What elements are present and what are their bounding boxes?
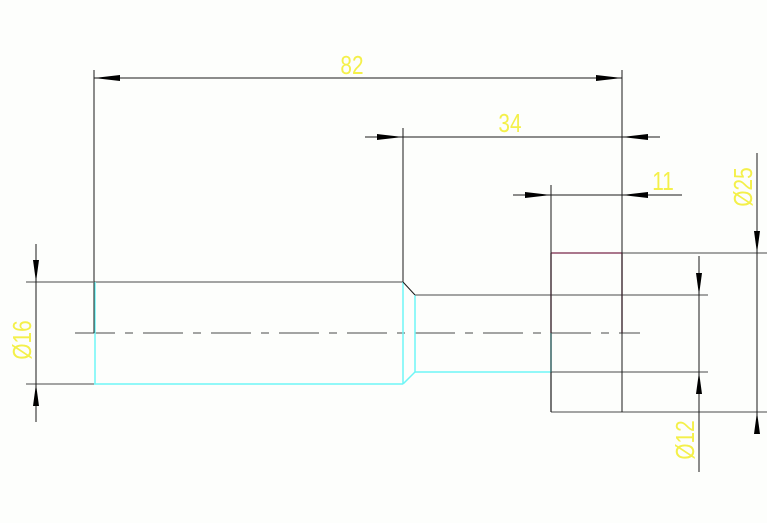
dimension-text-dia25: Ø25 (729, 167, 758, 206)
dimension-text-11: 11 (652, 167, 674, 196)
dimension-dia25[interactable] (754, 153, 760, 434)
dimension-text-dia16: Ø16 (8, 320, 37, 359)
shaft-body[interactable] (93, 281, 416, 385)
neck-body[interactable] (414, 294, 708, 373)
dimension-text-dia12: Ø12 (671, 420, 700, 459)
dimension-text-34: 34 (498, 109, 521, 138)
dimension-82[interactable] (94, 75, 622, 81)
dimension-text-82: 82 (340, 51, 363, 80)
extension-lines (26, 70, 623, 412)
dimension-dia12[interactable] (696, 256, 702, 472)
dimension-34[interactable] (365, 134, 660, 140)
dimension-dia16[interactable] (33, 244, 39, 422)
dimension-11[interactable] (513, 192, 682, 198)
